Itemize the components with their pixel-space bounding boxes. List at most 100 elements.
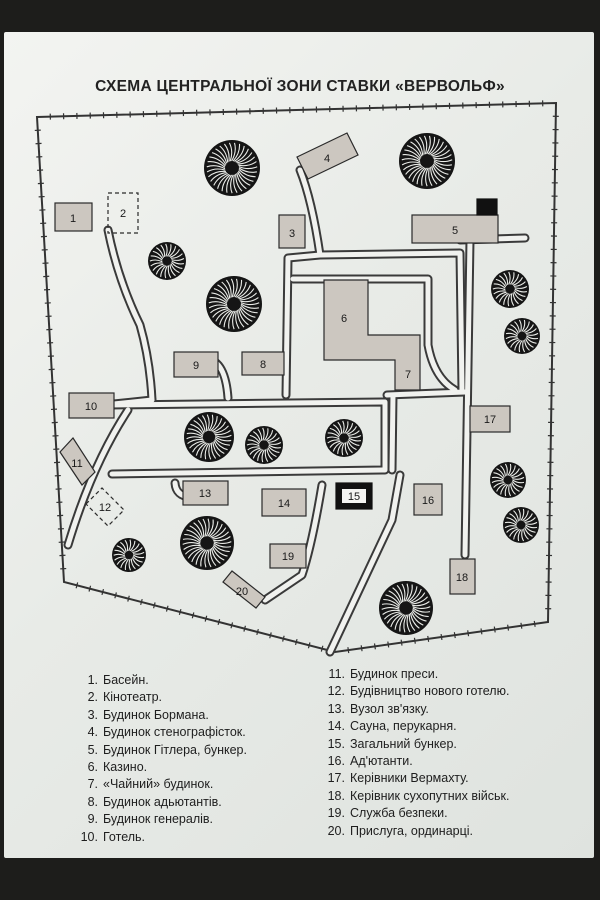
- legend-num: 2.: [87, 690, 98, 705]
- legend-num: 11.: [328, 667, 345, 681]
- building-8-label: 8: [260, 359, 266, 371]
- fence-tick: [493, 626, 496, 633]
- building-9[interactable]: 9: [173, 351, 219, 378]
- building-19[interactable]: 19: [269, 543, 307, 569]
- building-12-label: 12: [99, 502, 111, 514]
- legend-text: Будинок адьютантів.: [103, 794, 222, 809]
- fence-tick: [347, 647, 350, 654]
- legend-item: 19. Служба безпеки.: [323, 805, 509, 822]
- legend-num: 6.: [87, 759, 98, 774]
- building-4[interactable]: 4: [296, 132, 359, 180]
- fence-tick: [140, 598, 143, 606]
- fence-tick: [88, 585, 92, 592]
- legend-item: 8. Будинок адьютантів.: [78, 794, 247, 811]
- building-18[interactable]: 18: [449, 558, 476, 595]
- building-15[interactable]: 15: [335, 482, 373, 510]
- tree-icon: [206, 276, 262, 332]
- legend-num: 8.: [87, 794, 98, 809]
- fence-tick: [165, 605, 169, 612]
- building-5[interactable]: 5: [411, 198, 499, 244]
- legend-num: 18.: [327, 788, 345, 803]
- legend-item: 10.Готель.: [78, 829, 247, 846]
- legend-num: 15.: [327, 736, 345, 751]
- fence-tick: [230, 622, 234, 629]
- legend-item: 2. Кінотеатр.: [78, 689, 247, 706]
- tree-icon: [245, 426, 283, 464]
- building-16-label: 16: [422, 495, 434, 507]
- legend-item: 13. Вузол зв'язку.: [323, 701, 509, 718]
- legend-text: Служба безпеки.: [350, 806, 448, 821]
- legend-num: 5.: [87, 742, 98, 757]
- building-16[interactable]: 16: [413, 483, 443, 516]
- building-5-label: 5: [452, 225, 458, 237]
- legend-text: Керівники Вермахту.: [350, 771, 469, 786]
- legend-num: 1.: [87, 673, 98, 687]
- tree-icon: [491, 270, 529, 308]
- fence-tick: [243, 625, 246, 632]
- legend-item: 4.Будинок стенографісток.: [78, 724, 247, 741]
- building-11[interactable]: 11: [59, 437, 96, 486]
- building-6-label: 6: [341, 313, 347, 325]
- legend-num: 13.: [327, 701, 345, 716]
- fence-tick: [467, 630, 470, 637]
- legend-num: 19.: [327, 806, 345, 821]
- building-13-label: 13: [199, 488, 211, 500]
- legend-num: 12.: [327, 684, 345, 699]
- building-14[interactable]: 14: [261, 488, 307, 517]
- legend-num: 7.: [87, 777, 98, 792]
- tree-icon: [504, 318, 540, 354]
- fence-tick: [387, 641, 390, 648]
- fence-tick: [282, 635, 285, 642]
- legend-text: Вузол зв'язку.: [350, 701, 429, 716]
- fence-tick: [269, 632, 272, 639]
- building-12[interactable]: 12: [85, 487, 125, 527]
- fence-tick: [153, 602, 156, 609]
- building-7[interactable]: 7: [405, 369, 411, 381]
- legend-item: 12.Будівництво нового готелю.: [323, 683, 510, 700]
- legend-text: Прислуга, ординарці.: [350, 823, 474, 838]
- legend-num: 9.: [87, 812, 98, 827]
- legend-left: 1.Басейн. 2.Кінотеатр. 3.Будинок Бормана…: [78, 672, 247, 846]
- building-1[interactable]: 1: [54, 202, 93, 232]
- building-10[interactable]: 10: [68, 392, 115, 419]
- fence-tick: [373, 643, 376, 650]
- legend-item: 3.Будинок Бормана.: [78, 707, 247, 724]
- fence-tick: [217, 618, 221, 626]
- building-6[interactable]: 6: [323, 279, 421, 391]
- trees: [112, 133, 540, 635]
- fence-tick: [533, 620, 536, 627]
- legend-num: 16.: [327, 753, 345, 768]
- legend-text: Будинок стенографісток.: [103, 725, 246, 740]
- legend-text: «Чайний» будинок.: [103, 777, 214, 792]
- tree-icon: [184, 412, 234, 462]
- building-19-label: 19: [282, 551, 294, 563]
- fence-tick: [307, 642, 311, 649]
- building-13[interactable]: 13: [182, 480, 229, 506]
- building-3[interactable]: 3: [278, 214, 306, 249]
- building-17[interactable]: 17: [469, 405, 511, 433]
- legend-text: Будинок генералів.: [103, 812, 214, 827]
- legend-right: 11. Будинок преси. 12.Будівництво нового …: [323, 666, 510, 840]
- fence-tick: [413, 637, 416, 644]
- building-2[interactable]: 2: [107, 192, 139, 234]
- legend-text: Ад'ютанти.: [350, 753, 413, 768]
- legend-item: 17.Керівники Вермахту.: [323, 770, 509, 787]
- legend-text: Казино.: [103, 759, 148, 774]
- road-inner: [65, 167, 528, 655]
- legend-item: 14.Сауна, перукарня.: [323, 718, 509, 735]
- fence-tick: [400, 639, 403, 646]
- building-20[interactable]: 20: [222, 570, 266, 609]
- fence-tick: [320, 645, 324, 652]
- fence-tick: [294, 638, 298, 646]
- legend-text: Кінотеатр.: [103, 690, 163, 705]
- legend-item: 5.Будинок Гітлера, бункер.: [78, 742, 247, 759]
- map-title: СХЕМА ЦЕНТРАЛЬНОЇ ЗОНИ СТАВКИ «ВЕРВОЛЬФ»: [95, 78, 505, 95]
- legend-text: Сауна, перукарня.: [350, 719, 457, 734]
- fence-tick: [204, 615, 208, 622]
- building-8[interactable]: 8: [241, 351, 285, 376]
- building-15-label: 15: [348, 491, 360, 503]
- buildings: 1 2 3 4 5 6 7 8: [54, 132, 511, 609]
- legend-text: Будинок преси.: [350, 667, 439, 681]
- legend-item: 6. Казино.: [78, 759, 247, 776]
